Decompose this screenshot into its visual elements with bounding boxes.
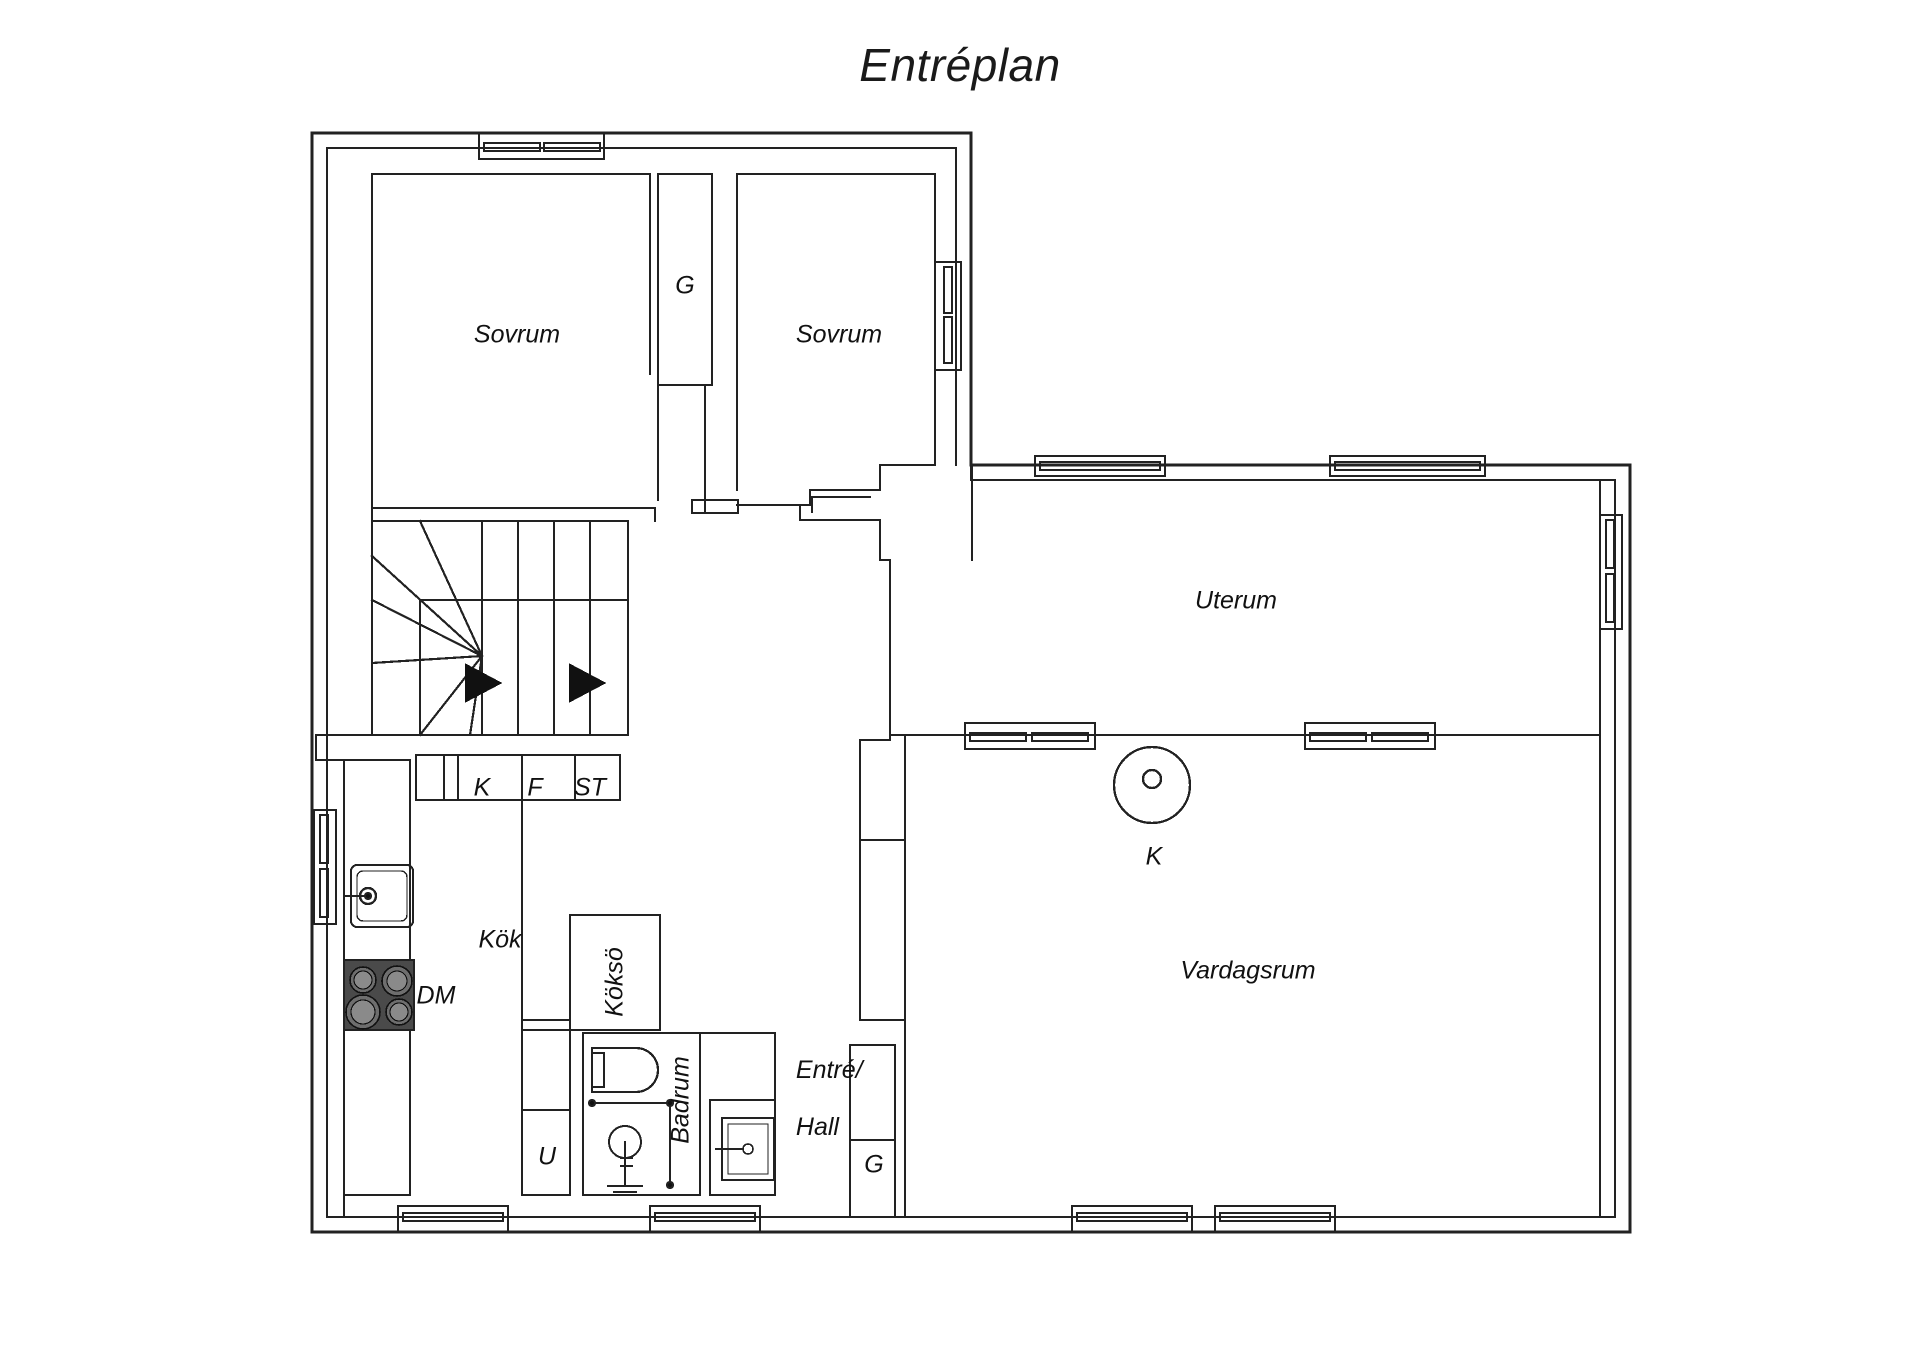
room-label-kok: Kök: [478, 925, 522, 954]
marker-kamin: K: [1145, 842, 1163, 871]
room-label-sovrum-1: Sovrum: [473, 320, 561, 349]
marker-kyl: K: [473, 773, 491, 802]
marker-garderob-top: G: [675, 271, 695, 300]
marker-stadskap: ST: [574, 773, 606, 802]
entre-hall-line-2: Hall: [795, 1113, 839, 1142]
room-label-koksö: Köksö: [600, 947, 629, 1017]
room-label-uterum: Uterum: [1195, 586, 1277, 615]
marker-tvatt-u: U: [537, 1142, 557, 1171]
marker-frys: F: [527, 773, 543, 802]
page-title: Entréplan: [859, 39, 1061, 91]
room-label-entre-hall: Entré/ Hall: [782, 1027, 863, 1142]
room-label-badrum: Badrum: [666, 1056, 695, 1144]
room-label-sovrum-2: Sovrum: [795, 320, 883, 349]
room-label-vardagsrum: Vardagsrum: [1180, 956, 1316, 985]
entre-hall-line-1: Entré/: [795, 1055, 863, 1084]
marker-diskmaskin: DM: [416, 981, 456, 1010]
marker-garderob-bottom: G: [864, 1150, 884, 1179]
